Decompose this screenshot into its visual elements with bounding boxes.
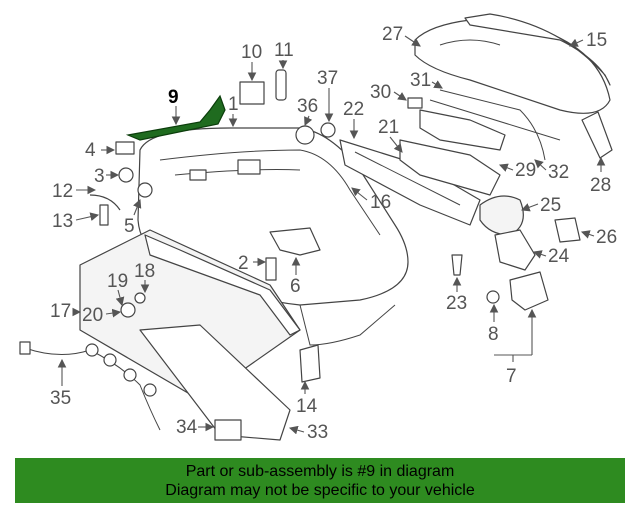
callout-36: 36 (297, 96, 318, 117)
callout-2: 2 (238, 253, 249, 274)
callout-22: 22 (343, 99, 364, 120)
lower-bracket (486, 271, 549, 311)
side-reflector (581, 111, 613, 159)
part-info-banner: Part or sub-assembly is #9 in diagram Di… (15, 458, 625, 503)
callout-13: 13 (52, 211, 73, 232)
callout-18: 18 (134, 261, 155, 282)
callout-26: 26 (596, 227, 617, 248)
callout-14: 14 (296, 396, 318, 417)
callout-32: 32 (548, 162, 569, 183)
callout-20: 20 (82, 305, 103, 326)
callout-25: 25 (540, 195, 561, 216)
sensor-wiring (429, 89, 561, 161)
callout-8: 8 (488, 324, 499, 345)
sensor-housing (295, 97, 423, 145)
callout-16: 16 (370, 192, 391, 213)
center-bracket (265, 227, 321, 281)
callout-11: 11 (274, 40, 294, 61)
callout-21: 21 (378, 117, 399, 138)
banner-line-part: Part or sub-assembly is #9 in diagram (185, 462, 455, 480)
callout-6: 6 (290, 276, 301, 297)
callout-35: 35 (50, 388, 71, 409)
callout-17: 17 (50, 301, 71, 322)
callout-28: 28 (590, 175, 611, 196)
callout-29: 29 (515, 160, 536, 181)
parts-diagram: 9 10 11 1 4 3 12 13 5 36 37 30 31 27 15 … (19, 13, 617, 443)
lower-support-rail (139, 324, 321, 441)
callout-1: 1 (228, 94, 239, 115)
callout-9: 9 (168, 87, 179, 108)
callout-10: 10 (241, 42, 262, 63)
callout-30: 30 (370, 82, 391, 103)
callout-19: 19 (107, 271, 128, 292)
access-cover (239, 69, 287, 105)
callout-12: 12 (52, 181, 73, 202)
tow-hook-cover (479, 195, 524, 236)
upper-trim-strip (464, 13, 611, 86)
leader-lines (57, 35, 606, 435)
rear-diffuser-panel (414, 19, 611, 114)
callout-15: 15 (586, 30, 607, 51)
parking-sensor-harness (19, 341, 161, 431)
fasteners-left (89, 141, 153, 226)
callout-33: 33 (307, 422, 328, 443)
rear-bracket-assembly (399, 109, 506, 196)
callout-5: 5 (124, 216, 135, 237)
callout-27: 27 (382, 24, 403, 45)
callout-23: 23 (446, 293, 467, 314)
retaining-clip (451, 254, 463, 276)
highlighted-trim-strip[interactable] (125, 94, 226, 141)
lower-valance-panel (79, 229, 301, 401)
callout-3: 3 (94, 166, 105, 187)
callout-24: 24 (548, 246, 570, 267)
callout-4: 4 (85, 140, 96, 161)
mounting-block (554, 217, 581, 243)
callout-34: 34 (176, 417, 198, 438)
callout-37: 37 (317, 68, 338, 89)
banner-line-disclaimer: Diagram may not be specific to your vehi… (165, 481, 475, 499)
callout-7: 7 (506, 366, 517, 387)
guide-bracket (494, 229, 536, 271)
callout-31: 31 (410, 70, 431, 91)
